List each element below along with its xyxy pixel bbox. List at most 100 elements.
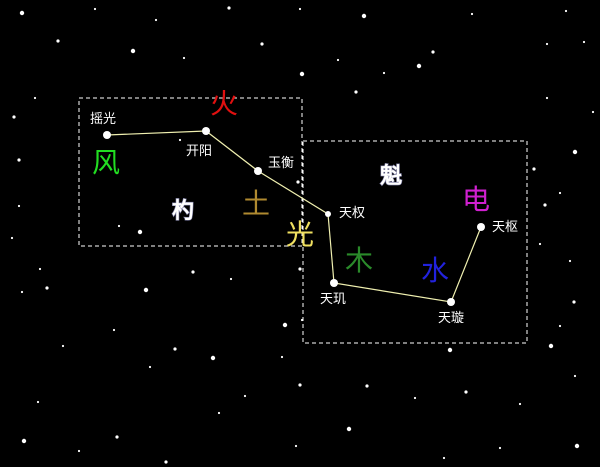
background-star [545,96,549,100]
background-star [229,277,233,281]
background-star [582,40,586,44]
handle-region-label: 杓 [172,198,194,224]
background-star [77,449,81,453]
background-star [346,426,352,432]
background-star [572,149,578,155]
star-label-yuheng: 玉衡 [268,156,294,171]
background-star [447,347,453,353]
background-star [532,167,536,171]
background-star [591,110,595,114]
background-star [164,460,168,464]
background-star [470,12,474,16]
star-label-tianji: 天玑 [320,292,346,307]
background-star [518,402,522,406]
background-star [112,328,116,332]
background-star [416,63,422,69]
star-kaiyang [202,127,210,135]
background-star [20,290,24,294]
background-star [442,456,446,460]
element-label-water: 水 [421,254,449,287]
background-star [154,18,158,22]
background-star [298,267,302,271]
background-star [545,42,549,46]
background-stars [10,6,595,464]
background-star [558,191,562,195]
background-star [148,365,152,369]
background-star [296,180,300,184]
background-star [137,229,143,235]
star-tianshu [477,223,485,231]
background-star [33,96,37,100]
element-label-wood: 木 [345,244,373,277]
star-tianquan [325,211,331,217]
background-star [56,39,60,43]
star-tianxuan [447,298,455,306]
element-label-fire: 火 [210,87,238,120]
background-star [45,286,49,290]
background-star [61,344,65,348]
background-star [182,56,186,60]
background-star [191,270,195,274]
background-star [548,343,554,349]
background-star [143,287,149,293]
background-star [130,48,136,54]
star-label-tianxuan: 天璇 [438,311,464,326]
star-label-tianshu: 天枢 [492,220,518,235]
star-label-yaoguang: 摇光 [90,112,116,127]
element-label-light: 光 [286,218,314,251]
background-star [210,355,216,361]
star-yuheng [254,167,262,175]
bowl-region-label: 魁 [380,163,402,189]
background-star [17,158,21,162]
background-star [38,267,42,271]
background-star [558,324,562,328]
background-star [543,203,547,207]
background-star [280,355,284,359]
handle-region-box [78,97,303,247]
background-star [93,7,97,11]
background-star [12,115,16,119]
background-star [336,58,340,62]
star-label-tianquan: 天权 [339,205,365,221]
background-star [413,396,417,400]
element-label-wind: 风 [92,146,120,179]
background-star [572,300,576,304]
background-star [382,71,386,75]
background-star [299,71,305,77]
star-tianji [330,279,338,287]
background-star [19,10,25,16]
background-star [573,374,577,378]
background-star [227,6,231,10]
background-star [354,90,358,94]
background-star [464,390,468,394]
star-yaoguang [103,131,111,139]
element-label-earth: 土 [242,187,270,220]
background-star [178,138,182,142]
background-star [17,204,21,208]
star-label-kaiyang: 开阳 [186,144,212,159]
background-star [498,446,502,450]
background-star [431,50,435,54]
element-label-electric: 电 [462,183,490,216]
background-star [21,438,27,444]
background-star [568,259,572,263]
background-star [564,9,568,13]
background-star [574,443,580,449]
background-star [282,322,288,328]
background-star [294,444,298,448]
background-star [243,394,247,398]
background-star [298,383,302,387]
background-star [538,242,542,246]
background-star [36,400,40,404]
background-star [217,411,221,415]
background-star [298,7,302,11]
background-star [365,384,369,388]
background-star [10,236,14,240]
background-star [260,42,264,46]
background-star [117,224,121,228]
background-star [115,435,119,439]
background-star [361,13,367,19]
background-star [173,347,177,351]
